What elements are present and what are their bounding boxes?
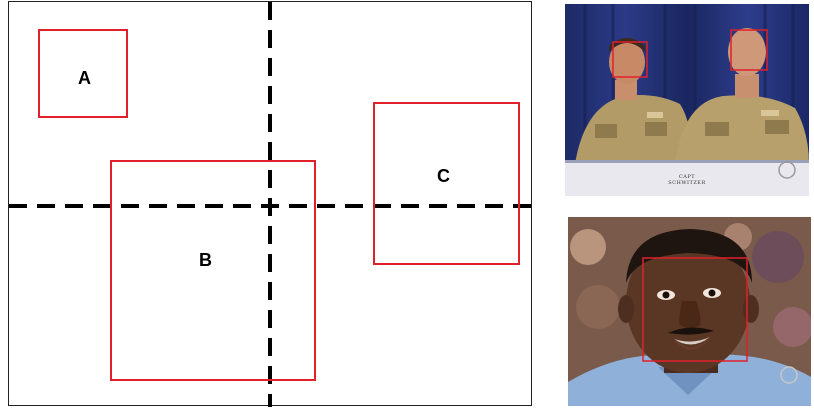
photo-two-marines: CAPT SCHWITZER: [565, 4, 809, 196]
nameplate-line1: CAPT: [678, 174, 696, 180]
box-a: [38, 29, 128, 118]
face-box-left: [612, 41, 648, 78]
network-logo-icon: [778, 161, 796, 179]
network-logo-icon: [780, 366, 798, 384]
face-region-diagram: A B C: [8, 1, 533, 407]
label-a: A: [78, 68, 91, 88]
nameplate: CAPT SCHWITZER: [657, 174, 717, 186]
face-box-right: [730, 29, 768, 71]
label-c: C: [437, 166, 450, 186]
nameplate-line2: SCHWITZER: [668, 180, 706, 186]
box-c: [373, 102, 520, 265]
photo-face-closeup: [568, 217, 811, 406]
face-box: [642, 257, 748, 362]
label-b: B: [199, 250, 212, 270]
box-b: [110, 160, 316, 381]
diagram-canvas: [9, 2, 533, 407]
